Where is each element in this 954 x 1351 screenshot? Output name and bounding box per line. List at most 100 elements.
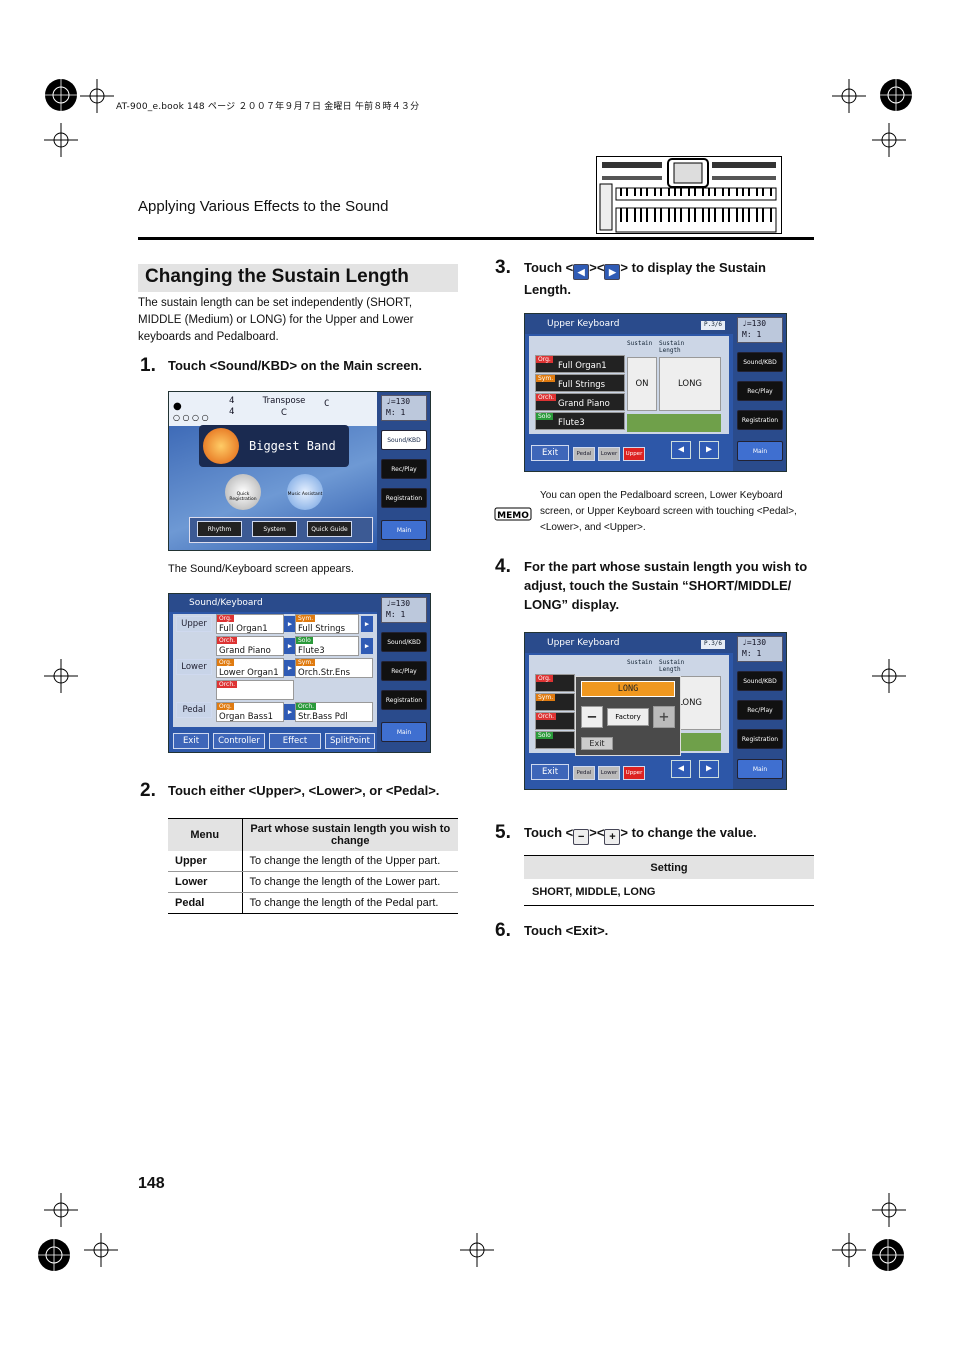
minus-icon: −	[573, 829, 590, 845]
arrow-right-icon[interactable]: ▶	[284, 660, 296, 676]
table-row: Pedal To change the length of the Pedal …	[168, 892, 458, 914]
arrow-right-icon[interactable]: ▶	[284, 616, 296, 632]
part-cell[interactable]: Orch.Str.Bass Pdl	[295, 702, 373, 722]
registration-mark-icon	[45, 79, 77, 111]
pedal-button[interactable]: Pedal	[176, 702, 212, 718]
plus-button[interactable]: +	[653, 706, 675, 728]
rhythm-button[interactable]: Rhythm	[197, 521, 242, 537]
sustain-length-display[interactable]: LONG	[659, 357, 721, 411]
arrow-right-icon[interactable]: ▶	[284, 638, 296, 654]
factory-button[interactable]: Factory	[607, 708, 649, 726]
plus-icon: +	[604, 829, 621, 845]
main-button[interactable]: Main	[737, 759, 783, 779]
memo-label: MEMO	[497, 511, 529, 521]
registration-mark-icon	[880, 79, 912, 111]
upper-button[interactable]: Upper	[176, 616, 212, 632]
registration-button[interactable]: Registration	[381, 690, 427, 710]
arrow-right-icon[interactable]: ▶	[361, 638, 373, 654]
controller-button[interactable]: Controller	[213, 733, 265, 749]
quick-registration-icon[interactable]	[225, 474, 261, 510]
music-assistant-icon[interactable]	[287, 474, 323, 510]
rec-play-button[interactable]: Rec/Play	[737, 381, 783, 401]
crosshair-icon	[80, 79, 114, 113]
lower-button[interactable]: Lower	[176, 659, 212, 675]
arrow-right-icon[interactable]: ▶	[284, 704, 296, 720]
crosshair-icon	[872, 659, 906, 693]
sound-kbd-button[interactable]: Sound/KBD	[381, 632, 427, 652]
system-button[interactable]: System	[252, 521, 297, 537]
upper-button[interactable]: Upper	[623, 766, 645, 780]
pedal-button[interactable]: Pedal	[573, 766, 595, 780]
arrow-left-icon[interactable]: ◀	[671, 441, 691, 459]
sustain-column-label: Sustain	[627, 340, 653, 347]
section-title: Applying Various Effects to the Sound	[138, 198, 389, 215]
arrow-right-icon: ▶	[604, 264, 621, 280]
minus-button[interactable]: −	[581, 706, 603, 728]
pedal-button[interactable]: Pedal	[573, 447, 595, 461]
crosshair-icon	[44, 659, 78, 693]
sound-kbd-button[interactable]: Sound/KBD	[737, 352, 783, 372]
rec-play-button[interactable]: Rec/Play	[381, 661, 427, 681]
part-cell[interactable]: Sym.Orch.Str.Ens	[295, 658, 373, 678]
arrow-left-icon[interactable]: ◀	[671, 760, 691, 778]
exit-button[interactable]: Exit	[531, 764, 569, 780]
registration-button[interactable]: Registration	[737, 410, 783, 430]
popup-value: LONG	[581, 681, 675, 697]
lower-button[interactable]: Lower	[598, 447, 620, 461]
popup-exit-button[interactable]: Exit	[581, 737, 613, 750]
part-cell[interactable]: Orch.	[216, 680, 294, 700]
memo-icon: MEMO	[494, 507, 532, 521]
part-row: Orch.	[535, 712, 575, 730]
page-indicator: P.3/6	[701, 321, 725, 330]
step-text: Touch <Exit>.	[524, 923, 609, 938]
exit-button[interactable]: Exit	[173, 733, 209, 749]
arrow-right-icon[interactable]: ▶	[361, 616, 373, 632]
upper-keyboard-screen: Upper Keyboard P.3/6 Sustain Sustain Len…	[524, 313, 787, 472]
registration-button[interactable]: Registration	[381, 488, 427, 508]
sustain-toggle[interactable]: ON	[627, 357, 657, 411]
table-row: Lower To change the length of the Lower …	[168, 871, 458, 893]
intro-text: The sustain length can be set independen…	[138, 297, 414, 343]
part-cell[interactable]: Sym.Full Strings	[295, 614, 359, 634]
upper-button[interactable]: Upper	[623, 447, 645, 461]
heading-background	[138, 264, 458, 292]
music-assistant-label: Music Assistant	[287, 492, 323, 497]
step-text: Touch <−><+> to change the value.	[524, 825, 757, 845]
part-cell[interactable]: Org.Organ Bass1	[216, 702, 284, 722]
main-button[interactable]: Main	[381, 520, 427, 540]
quick-guide-button[interactable]: Quick Guide	[307, 521, 352, 537]
sound-kbd-button[interactable]: Sound/KBD	[381, 430, 427, 450]
rec-play-button[interactable]: Rec/Play	[381, 459, 427, 479]
part-cell[interactable]: Org.Full Organ1	[216, 614, 284, 634]
crosshair-icon	[872, 1193, 906, 1227]
part-cell[interactable]: Org.Lower Organ1	[216, 658, 284, 678]
main-button[interactable]: Main	[737, 441, 783, 461]
lower-button[interactable]: Lower	[598, 766, 620, 780]
effect-button[interactable]: Effect	[269, 733, 321, 749]
registration-button[interactable]: Registration	[737, 729, 783, 749]
main-button[interactable]: Main	[381, 722, 427, 742]
part-cell[interactable]: Orch.Grand Piano	[216, 636, 284, 656]
part-row: Sym.Full Strings	[535, 374, 625, 392]
registration-mark-icon	[872, 1239, 904, 1271]
splitpoint-button[interactable]: SplitPoint	[325, 733, 375, 749]
arrow-right-icon[interactable]: ▶	[699, 760, 719, 778]
rec-play-button[interactable]: Rec/Play	[737, 700, 783, 720]
style-icon[interactable]	[203, 428, 239, 464]
page-number: 148	[138, 1175, 165, 1192]
organ-panel-illustration	[596, 156, 782, 234]
arrow-right-icon[interactable]: ▶	[699, 441, 719, 459]
exit-button[interactable]: Exit	[531, 445, 569, 461]
memo-text: You can open the Pedalboard screen, Lowe…	[540, 490, 797, 533]
style-name[interactable]: Biggest Band	[249, 439, 336, 453]
page-heading: Changing the Sustain Length	[145, 266, 409, 287]
crosshair-icon	[44, 1193, 78, 1227]
sound-kbd-button[interactable]: Sound/KBD	[737, 671, 783, 691]
step-number: 2.	[140, 780, 156, 801]
